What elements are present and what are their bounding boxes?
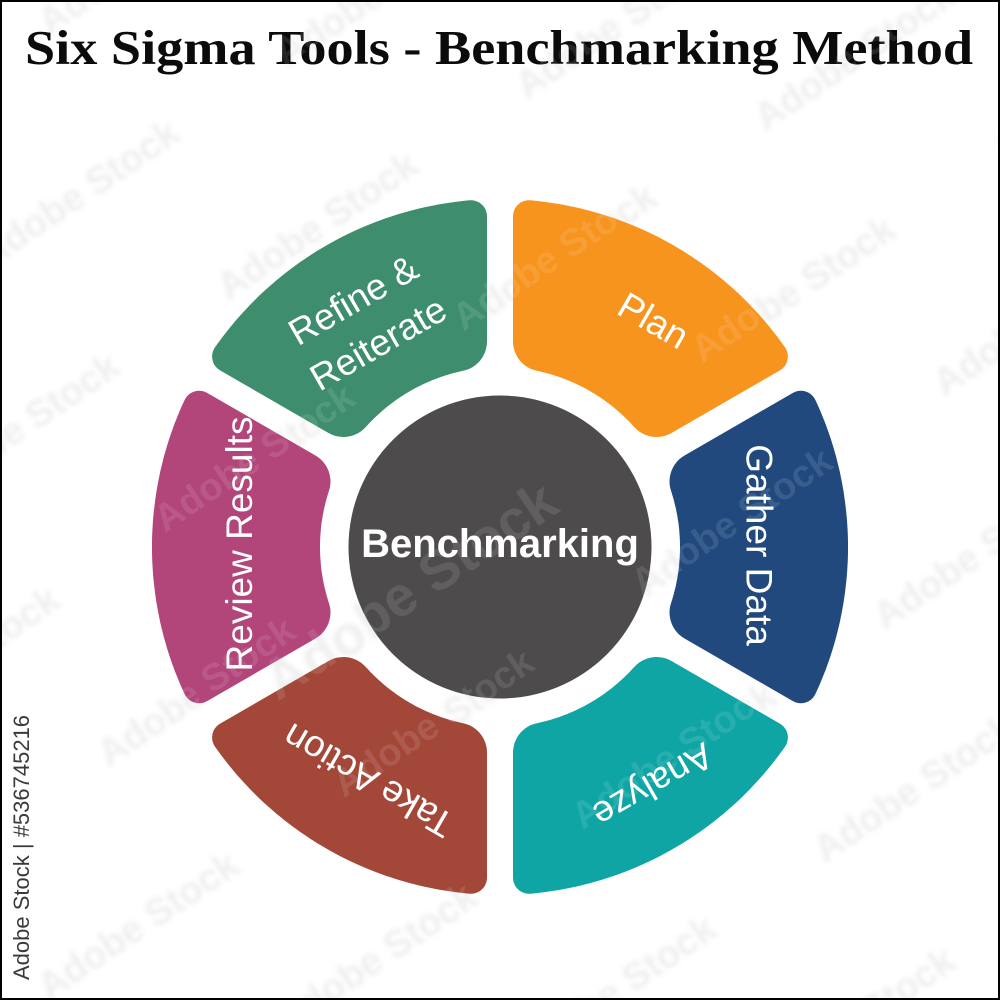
svg-text:Gather Data: Gather Data	[739, 444, 780, 646]
svg-text:Review Results: Review Results	[219, 417, 260, 672]
svg-text:Six Sigma Tools - Benchmarking: Six Sigma Tools - Benchmarking Method	[25, 20, 973, 75]
svg-text:Benchmarking: Benchmarking	[361, 522, 639, 566]
svg-text:Adobe Stock | #536745216: Adobe Stock | #536745216	[9, 715, 34, 980]
